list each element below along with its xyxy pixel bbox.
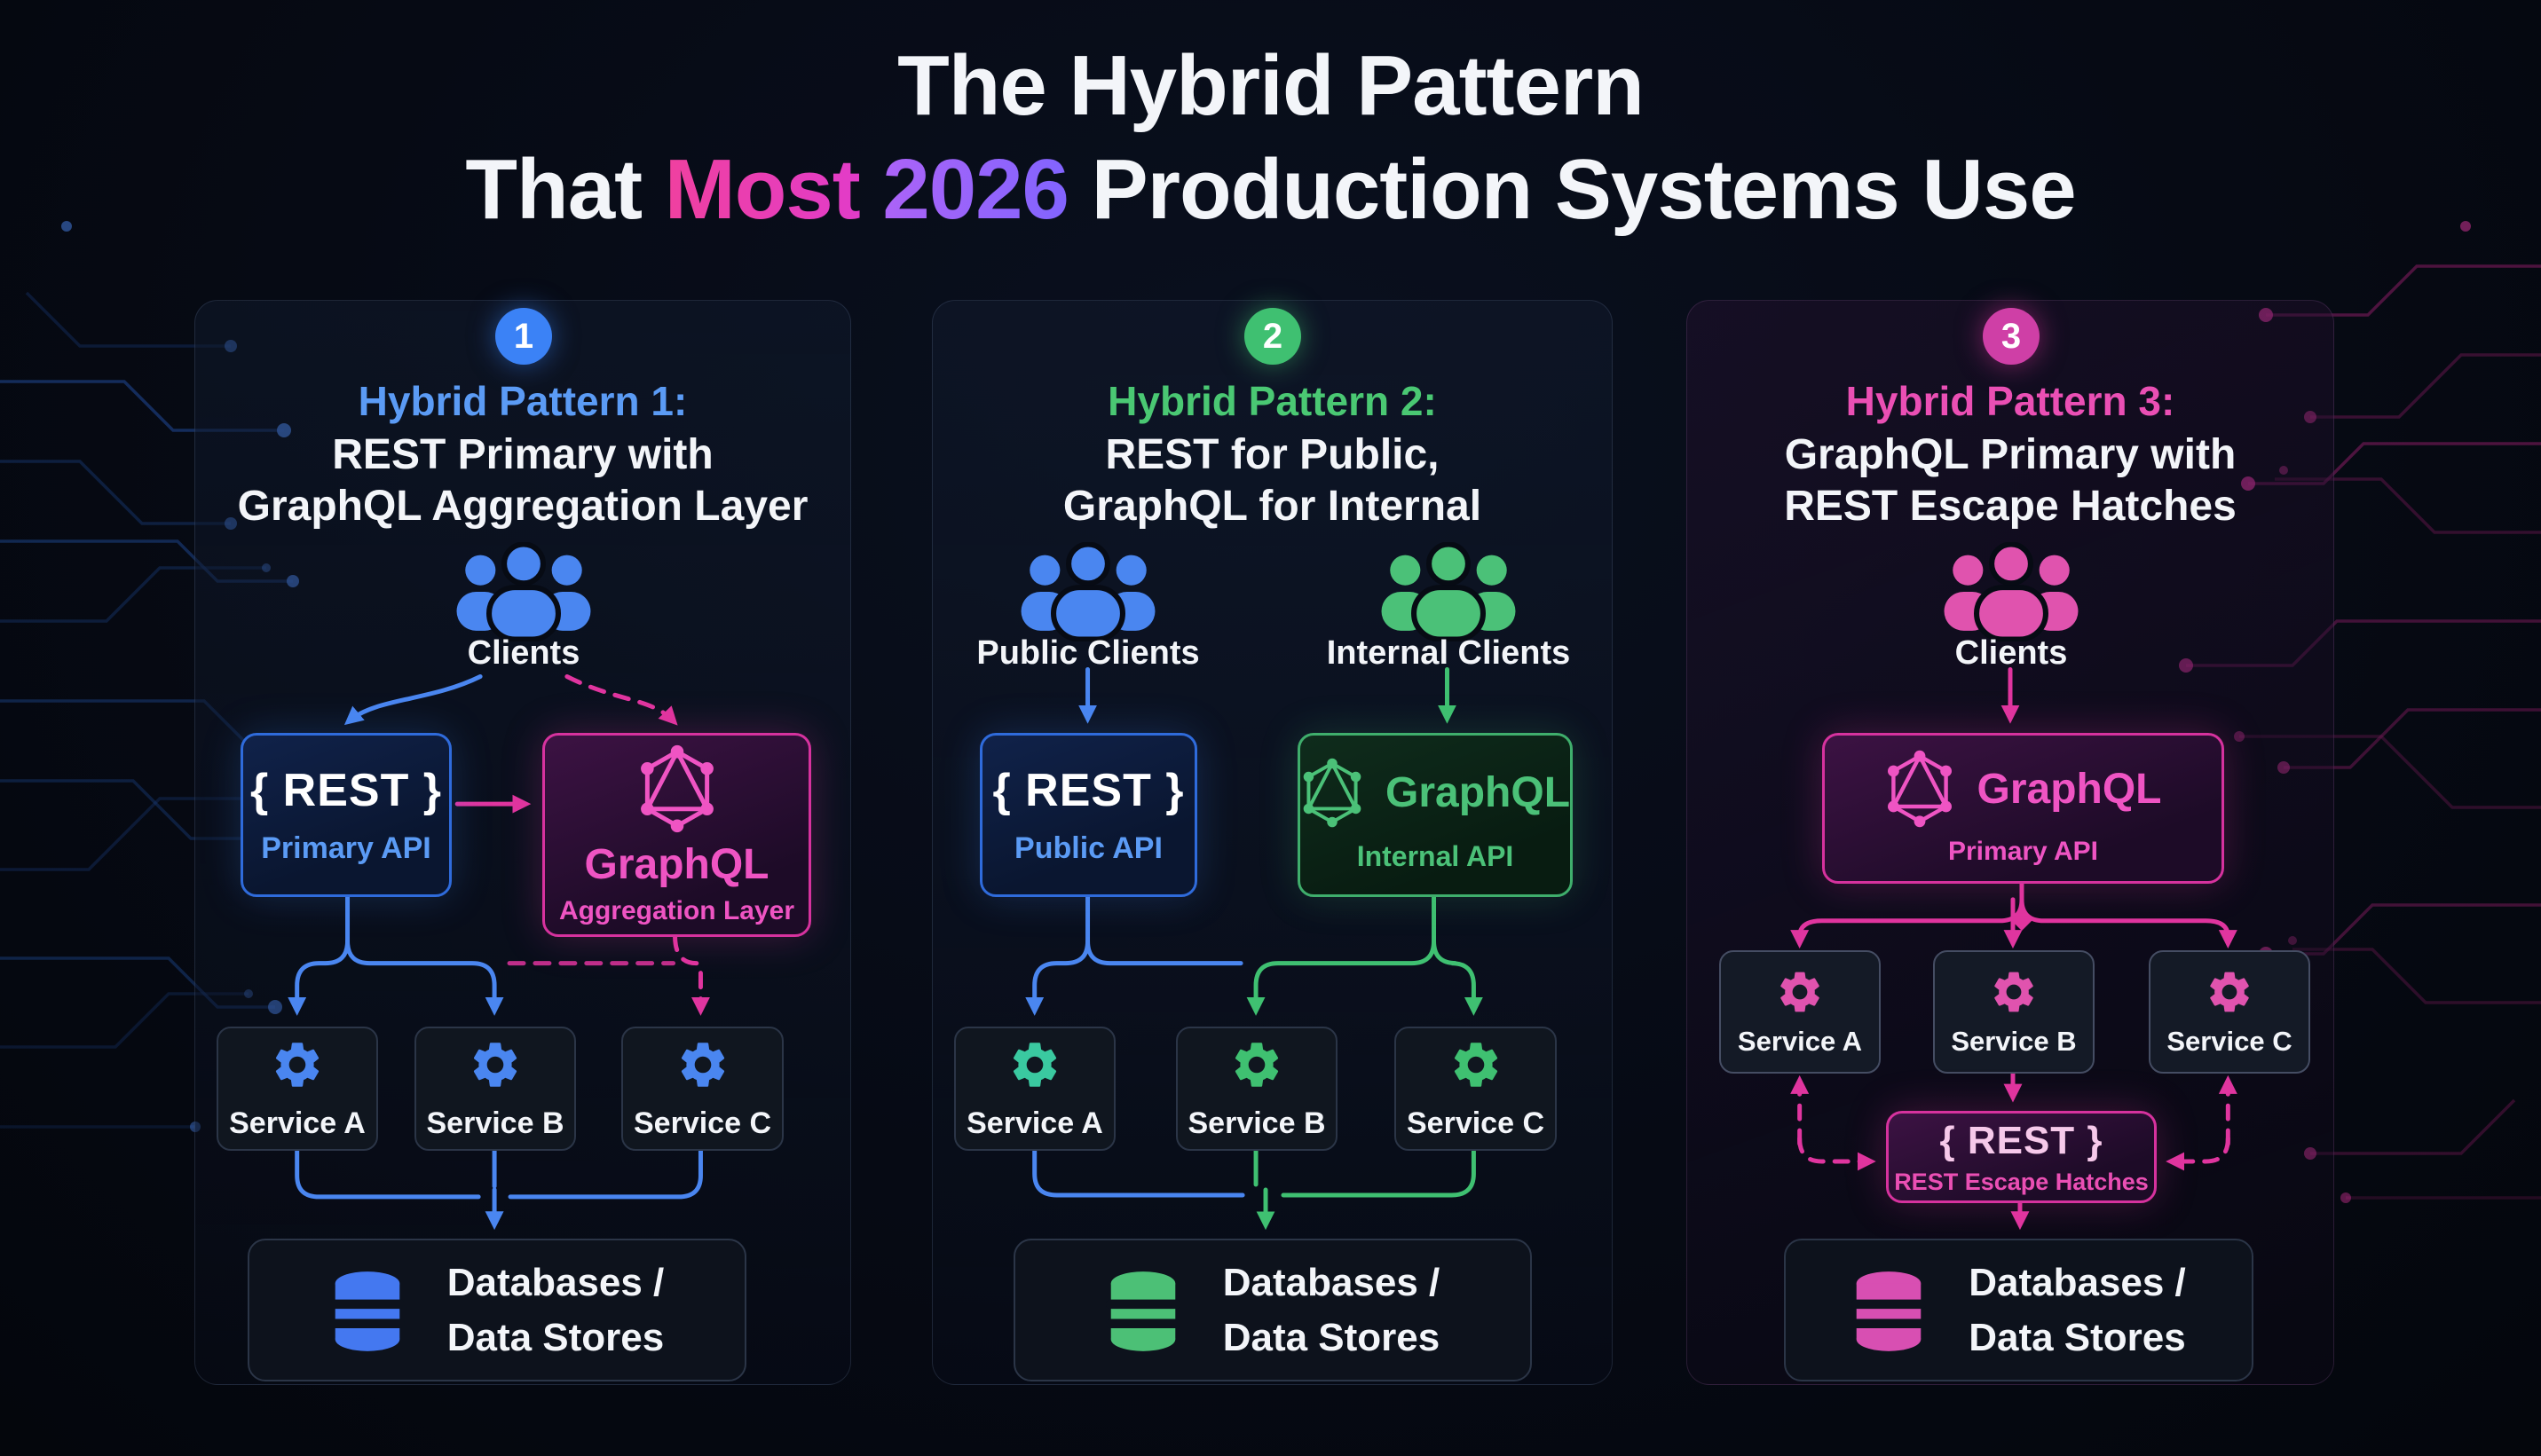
rest-box-title: { REST } — [1939, 1118, 2103, 1162]
rest-box-title: { REST } — [249, 765, 443, 816]
graphql-logo-icon — [1884, 750, 1955, 828]
databases-box: Databases /Data Stores — [1014, 1239, 1532, 1381]
service-a-box: Service A — [954, 1027, 1116, 1151]
panel-hybrid-pattern-3: 3 Hybrid Pattern 3: GraphQL Primary with… — [1686, 300, 2334, 1385]
gear-icon — [1775, 967, 1825, 1017]
service-b-label: Service B — [1951, 1025, 2077, 1057]
page-title: The Hybrid Pattern That Most 2026 Produc… — [0, 34, 2541, 241]
service-a-label: Service A — [967, 1106, 1103, 1140]
graphql-internal-api-box: GraphQL Internal API — [1298, 733, 1573, 897]
gear-icon — [468, 1037, 523, 1092]
gear-icon — [1448, 1037, 1503, 1092]
service-c-box: Service C — [621, 1027, 784, 1151]
title-highlight-year: 2026 — [859, 142, 1092, 238]
panel2-number-badge: 2 — [1244, 308, 1301, 365]
service-c-label: Service C — [2166, 1025, 2292, 1057]
internal-clients-icon — [1377, 542, 1519, 641]
service-c-box: Service C — [2149, 950, 2310, 1074]
graphql-primary-api-box: GraphQL Primary API — [1822, 733, 2224, 884]
database-icon — [1851, 1270, 1926, 1351]
database-icon — [1106, 1270, 1180, 1351]
graphql-box-subtitle: Primary API — [1948, 837, 2098, 866]
rest-box-title: { REST } — [992, 765, 1185, 816]
service-a-box: Service A — [1719, 950, 1881, 1074]
panel2-heading: Hybrid Pattern 2: — [1108, 378, 1437, 424]
public-clients-icon — [1017, 542, 1159, 641]
rest-box-subtitle: Primary API — [261, 831, 431, 865]
panel3-number-badge: 3 — [1983, 308, 2040, 365]
graphql-aggregation-box: GraphQL Aggregation Layer — [542, 733, 811, 937]
graphql-logo-icon — [1300, 758, 1364, 828]
panel-hybrid-pattern-2: 2 Hybrid Pattern 2: REST for Public, Gra… — [932, 300, 1613, 1385]
rest-escape-hatches-box: { REST } REST Escape Hatches — [1886, 1111, 2157, 1203]
panel2-subheading-2: GraphQL for Internal — [1062, 483, 1482, 530]
service-b-label: Service B — [426, 1106, 564, 1140]
rest-public-api-box: { REST } Public API — [980, 733, 1197, 897]
service-b-box: Service B — [1176, 1027, 1338, 1151]
graphql-title-row: GraphQL — [1884, 750, 2162, 828]
gear-icon — [1989, 967, 2039, 1017]
service-c-box: Service C — [1394, 1027, 1557, 1151]
clients-label: Clients — [1954, 634, 2068, 672]
service-a-box: Service A — [217, 1027, 378, 1151]
panel1-number-badge: 1 — [495, 308, 552, 365]
gear-icon — [1007, 1037, 1062, 1092]
graphql-box-subtitle: Internal API — [1356, 839, 1514, 872]
graphql-box-subtitle: Aggregation Layer — [558, 895, 795, 925]
title-highlight-most: Most — [664, 142, 861, 238]
service-c-label: Service C — [1407, 1106, 1544, 1140]
service-b-label: Service B — [1188, 1106, 1326, 1140]
rest-primary-api-box: { REST } Primary API — [241, 733, 452, 897]
gear-icon — [1229, 1037, 1284, 1092]
clients-icon — [453, 542, 595, 641]
clients-icon — [1940, 542, 2082, 641]
panel1-subheading-1: REST Primary with — [332, 431, 714, 478]
service-b-box: Service B — [1933, 950, 2095, 1074]
gear-icon — [2205, 967, 2254, 1017]
service-a-label: Service A — [1737, 1025, 1863, 1057]
graphql-box-title: GraphQL — [1977, 765, 2162, 813]
panel1-heading: Hybrid Pattern 1: — [358, 378, 688, 424]
internal-clients-label: Internal Clients — [1326, 634, 1571, 672]
public-clients-label: Public Clients — [976, 634, 1200, 672]
service-b-box: Service B — [414, 1027, 576, 1151]
database-icon — [330, 1270, 405, 1351]
service-c-label: Service C — [634, 1106, 771, 1140]
clients-label: Clients — [467, 634, 580, 672]
gear-icon — [270, 1037, 325, 1092]
panel3-heading: Hybrid Pattern 3: — [1845, 378, 2175, 424]
graphql-logo-icon — [636, 744, 718, 833]
panel-hybrid-pattern-1: 1 Hybrid Pattern 1: REST Primary with Gr… — [194, 300, 851, 1385]
databases-label: Databases /Data Stores — [1969, 1260, 2186, 1359]
title-line-2: That Most 2026 Production Systems Use — [465, 142, 2076, 238]
panel2-subheading-1: REST for Public, — [1105, 431, 1440, 478]
rest-box-subtitle: Public API — [1014, 831, 1163, 865]
panel3-subheading-2: REST Escape Hatches — [1784, 483, 2237, 530]
gear-icon — [675, 1037, 730, 1092]
service-a-label: Service A — [229, 1106, 366, 1140]
panel3-subheading-1: GraphQL Primary with — [1784, 431, 2237, 478]
databases-box: Databases /Data Stores — [248, 1239, 746, 1381]
databases-box: Databases /Data Stores — [1784, 1239, 2253, 1381]
rest-box-subtitle: REST Escape Hatches — [1894, 1168, 2149, 1195]
panel1-subheading-2: GraphQL Aggregation Layer — [237, 483, 809, 530]
graphql-box-title: GraphQL — [1385, 768, 1571, 816]
graphql-box-title: GraphQL — [584, 840, 769, 888]
title-line-1: The Hybrid Pattern — [897, 38, 1645, 133]
databases-label: Databases /Data Stores — [446, 1260, 665, 1359]
graphql-title-row: GraphQL — [1300, 758, 1570, 828]
databases-label: Databases /Data Stores — [1222, 1260, 1440, 1359]
